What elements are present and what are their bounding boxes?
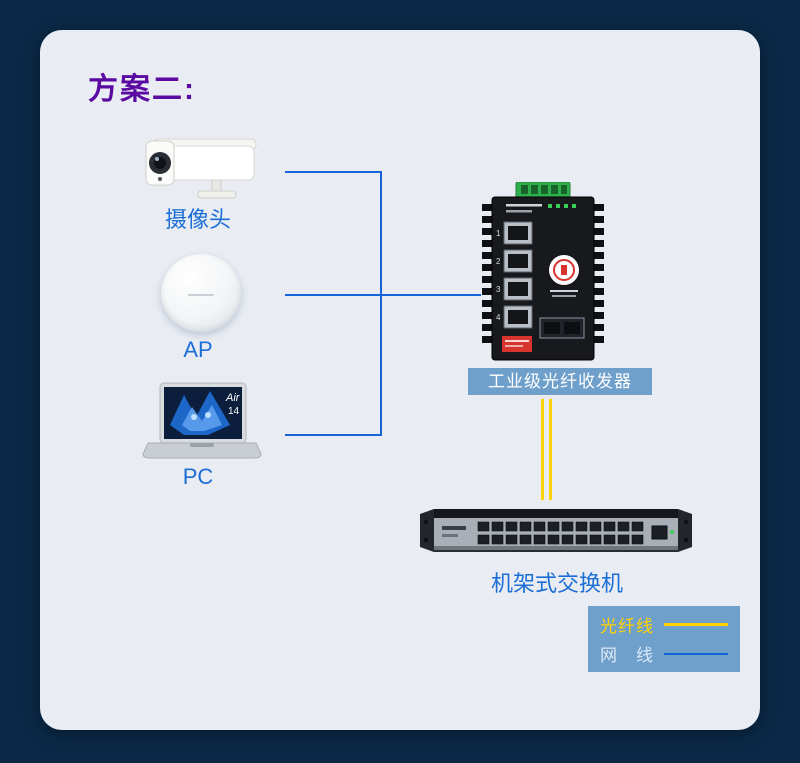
rack-switch-label: 机架式交换机	[490, 571, 623, 596]
access-point-icon	[161, 254, 241, 332]
legend-fiber-line-sample	[664, 623, 728, 626]
legend-row-ethernet: 网 线	[588, 641, 740, 666]
legend-row-fiber: 光纤线	[588, 612, 740, 637]
svg-text:2: 2	[496, 257, 501, 266]
laptop-screen-text-14: 14	[228, 406, 240, 417]
fiber-transceiver-icon: 1 2 3 4	[478, 181, 608, 368]
camera-label: 摄像头	[164, 207, 231, 232]
fiber-line-left	[541, 399, 544, 500]
svg-text:3: 3	[496, 285, 501, 294]
transceiver-label: 工业级光纤收发器	[468, 368, 652, 395]
laptop-screen-text-air: Air	[225, 392, 241, 404]
legend-fiber-label: 光纤线	[600, 617, 654, 636]
legend-panel: 光纤线 网 线	[588, 606, 740, 672]
pc-label: PC	[182, 464, 214, 489]
ethernet-trunk-line	[380, 171, 382, 436]
svg-text:4: 4	[496, 313, 501, 322]
ethernet-line-ap	[285, 294, 481, 296]
legend-ethernet-label: 网 线	[600, 646, 654, 665]
page-title: 方案二:	[88, 73, 196, 106]
ap-label: AP	[183, 337, 213, 362]
access-point-brand-mark	[188, 293, 214, 296]
legend-ethernet-line-sample	[664, 652, 728, 655]
fiber-line-right	[549, 399, 552, 500]
camera-icon	[138, 126, 272, 204]
rack-switch-icon	[420, 502, 692, 560]
ethernet-line-camera	[285, 171, 380, 173]
laptop-icon: Air 14	[138, 381, 266, 469]
svg-text:1: 1	[496, 229, 501, 238]
ethernet-line-pc	[285, 434, 380, 436]
